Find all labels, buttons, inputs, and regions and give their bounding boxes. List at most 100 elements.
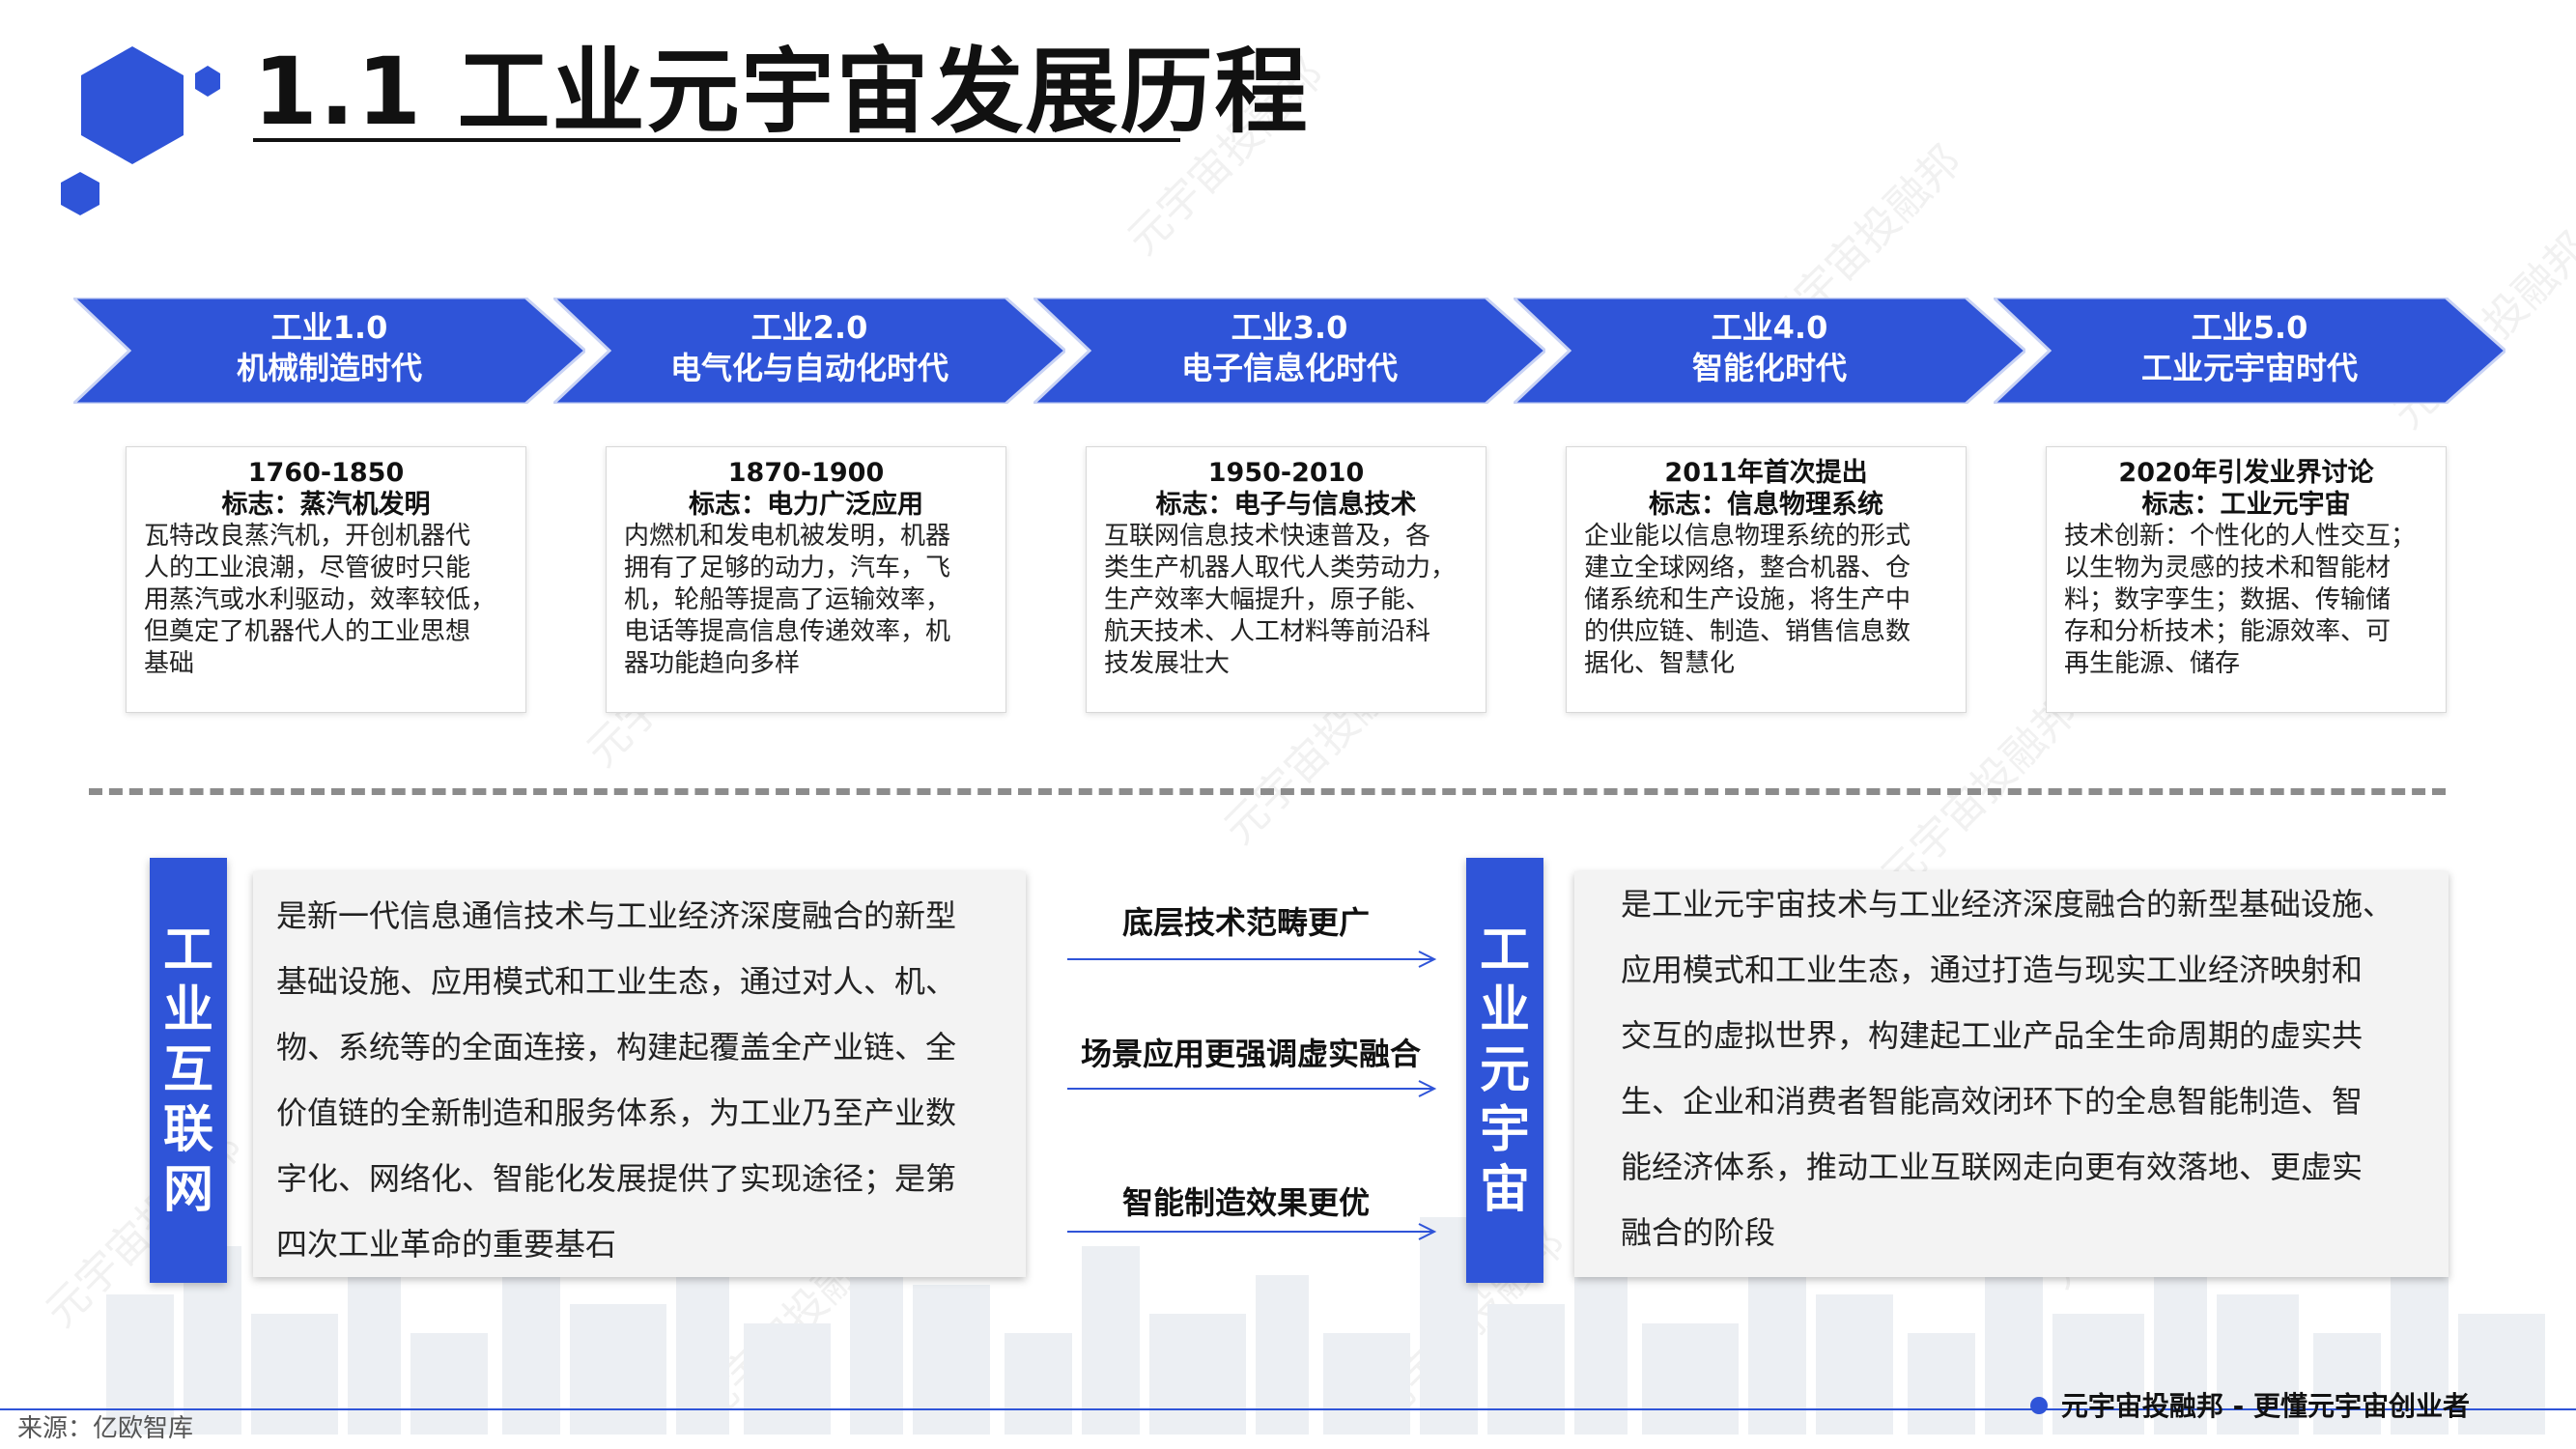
era-mark: 标志：信息物理系统 xyxy=(1649,490,1883,520)
era-period: 2020年引发业界讨论 xyxy=(2118,458,2374,488)
industrial-metaverse-label: 工 业 元 宇 宙 xyxy=(1466,858,1543,1283)
era-period: 1760-1850 xyxy=(247,458,405,488)
brand-text: 元宇宙投融邦 - 更懂元宇宙创业者 xyxy=(2060,1390,2470,1422)
era-chevron-text: 工业5.0 工业元宇宙时代 xyxy=(2023,307,2477,388)
label-char: 元 xyxy=(1479,1041,1530,1099)
right-arrow-icon xyxy=(1067,951,1437,968)
era-desc-line: 技发展壮大 xyxy=(1104,649,1231,678)
era-card-3: 1950-2010 标志：电子与信息技术 互联网信息技术快速普及，各 类生产机器… xyxy=(1086,446,1486,713)
right-arrow-icon xyxy=(1067,1223,1437,1240)
chevron-shape xyxy=(73,298,585,404)
definition-line: 四次工业革命的重要基石 xyxy=(276,1226,617,1263)
era-chevron-text: 工业3.0 电子信息化时代 xyxy=(1062,307,1516,388)
definition-line: 价值链的全新制造和服务体系，为工业乃至产业数 xyxy=(276,1094,957,1131)
definition-line: 物、系统等的全面连接，构建起覆盖全产业链、全 xyxy=(276,1029,957,1065)
era-desc-line: 但奠定了机器代人的工业思想 xyxy=(144,617,471,646)
era-card-2: 1870-1900 标志：电力广泛应用 内燃机和发电机被发明，机器 拥有了足够的… xyxy=(606,446,1006,713)
era-desc-line: 电话等提高信息传递效率，机 xyxy=(624,617,951,646)
era-desc-line: 机，轮船等提高了运输效率， xyxy=(624,585,951,614)
title-underline xyxy=(253,138,1180,142)
label-char: 工 xyxy=(162,922,213,980)
era-mark: 标志：蒸汽机发明 xyxy=(221,490,431,520)
definition-line: 生、企业和消费者智能高效闭环下的全息智能制造、智 xyxy=(1621,1083,2364,1120)
definition-line: 是新一代信息通信技术与工业经济深度融合的新型 xyxy=(276,897,957,934)
brand-slogan: 元宇宙投融邦 - 更懂元宇宙创业者 xyxy=(2029,1389,2470,1424)
era-period: 1950-2010 xyxy=(1207,458,1365,488)
era-chevron-3: 工业3.0 电子信息化时代 xyxy=(1033,298,1545,404)
era-card-1: 1760-1850 标志：蒸汽机发明 瓦特改良蒸汽机，开创机器代 人的工业浪潮，… xyxy=(126,446,526,713)
era-desc-line: 瓦特改良蒸汽机，开创机器代 xyxy=(144,522,471,551)
era-desc-line: 料；数字孪生；数据、传输储 xyxy=(2064,585,2392,614)
era-mark: 标志：电力广泛应用 xyxy=(689,490,923,520)
era-subtitle: 电气化与自动化时代 xyxy=(669,350,948,386)
definition-line: 应用模式和工业生态，通过打造与现实工业经济映射和 xyxy=(1621,952,2364,988)
industrial-internet-definition: 是新一代信息通信技术与工业经济深度融合的新型 基础设施、应用模式和工业生态，通过… xyxy=(253,871,1026,1277)
era-chevron-text: 工业4.0 智能化时代 xyxy=(1543,307,1996,388)
era-desc-line: 以生物为灵感的技术和智能材 xyxy=(2064,554,2392,582)
brand-dot-icon xyxy=(2029,1397,2048,1414)
era-chevron-2: 工业2.0 电气化与自动化时代 xyxy=(553,298,1065,404)
era-period: 1870-1900 xyxy=(727,458,885,488)
era-desc-line: 储系统和生产设施，将生产中 xyxy=(1584,585,1911,614)
label-char: 业 xyxy=(162,981,213,1039)
footer-divider xyxy=(0,1408,2576,1410)
section-divider xyxy=(89,788,2446,795)
arrow-label-1: 底层技术范畴更广 xyxy=(1121,904,1370,941)
era-name: 工业1.0 xyxy=(270,309,388,346)
era-name: 工业3.0 xyxy=(1231,309,1348,346)
industrial-internet-label: 工 业 互 联 网 xyxy=(150,858,227,1283)
hexagon-logo-icon xyxy=(61,46,220,215)
label-char: 互 xyxy=(162,1041,213,1099)
era-chevron-text: 工业1.0 机械制造时代 xyxy=(102,307,556,388)
arrow-label-3: 智能制造效果更优 xyxy=(1121,1184,1370,1221)
era-desc-line: 技术创新：个性化的人性交互； xyxy=(2064,522,2417,551)
era-desc-line: 存和分析技术；能源效率、可 xyxy=(2064,617,2392,646)
chevron-shape xyxy=(553,298,1065,404)
definition-line: 是工业元宇宙技术与工业经济深度融合的新型基础设施、 xyxy=(1621,886,2394,923)
era-desc-line: 基础 xyxy=(144,649,195,678)
era-desc-line: 器功能趋向多样 xyxy=(624,649,801,678)
era-desc-line: 用蒸汽或水利驱动，效率较低， xyxy=(144,585,496,614)
era-period: 2011年首次提出 xyxy=(1664,458,1868,488)
era-desc-line: 建立全球网络，整合机器、仓 xyxy=(1584,554,1911,582)
era-subtitle: 电子信息化时代 xyxy=(1180,350,1398,386)
label-char: 宇 xyxy=(1479,1101,1530,1159)
definition-line: 能经济体系，推动工业互联网走向更有效落地、更虚实 xyxy=(1621,1149,2364,1185)
era-chevron-text: 工业2.0 电气化与自动化时代 xyxy=(582,307,1036,388)
definition-line: 基础设施、应用模式和工业生态，通过对人、机、 xyxy=(276,963,957,1000)
era-name: 工业5.0 xyxy=(2191,309,2308,346)
chevron-shape xyxy=(1994,298,2505,404)
era-mark: 标志：电子与信息技术 xyxy=(1155,490,1417,520)
era-card-4: 2011年首次提出 标志：信息物理系统 企业能以信息物理系统的形式 建立全球网络… xyxy=(1566,446,1967,713)
page-title: 1.1 工业元宇宙发展历程 xyxy=(253,38,1310,146)
era-card-5: 2020年引发业界讨论 标志：工业元宇宙 技术创新：个性化的人性交互； 以生物为… xyxy=(2046,446,2447,713)
era-subtitle: 工业元宇宙时代 xyxy=(2140,350,2358,386)
era-name: 工业4.0 xyxy=(1711,309,1828,346)
label-char: 工 xyxy=(1479,922,1530,980)
era-desc-line: 据化、智慧化 xyxy=(1584,649,1736,678)
era-desc-line: 拥有了足够的动力，汽车，飞 xyxy=(624,554,951,582)
definition-line: 字化、网络化、智能化发展提供了实现途径；是第 xyxy=(276,1160,957,1197)
era-chevron-1: 工业1.0 机械制造时代 xyxy=(73,298,585,404)
era-desc-line: 企业能以信息物理系统的形式 xyxy=(1584,522,1911,551)
era-name: 工业2.0 xyxy=(750,309,868,346)
label-char: 宙 xyxy=(1479,1161,1530,1219)
label-char: 网 xyxy=(162,1161,213,1219)
industrial-metaverse-definition: 是工业元宇宙技术与工业经济深度融合的新型基础设施、 应用模式和工业生态，通过打造… xyxy=(1574,871,2449,1277)
era-desc-line: 内燃机和发电机被发明，机器 xyxy=(624,522,951,551)
label-char: 联 xyxy=(162,1101,213,1159)
chevron-shape xyxy=(1033,298,1545,404)
definition-line: 融合的阶段 xyxy=(1621,1214,1776,1251)
era-desc-line: 互联网信息技术快速普及，各 xyxy=(1104,522,1431,551)
era-desc-line: 航天技术、人工材料等前沿科 xyxy=(1104,617,1431,646)
era-mark: 标志：工业元宇宙 xyxy=(2141,490,2351,520)
era-desc-line: 生产效率大幅提升，原子能、 xyxy=(1104,585,1431,614)
era-subtitle: 机械制造时代 xyxy=(236,350,422,386)
era-chevron-4: 工业4.0 智能化时代 xyxy=(1514,298,2025,404)
era-chevron-5: 工业5.0 工业元宇宙时代 xyxy=(1994,298,2505,404)
right-arrow-icon xyxy=(1067,1080,1437,1097)
era-subtitle: 智能化时代 xyxy=(1691,350,1847,386)
era-desc-line: 类生产机器人取代人类劳动力， xyxy=(1104,554,1457,582)
era-desc-line: 人的工业浪潮，尽管彼时只能 xyxy=(144,554,471,582)
arrow-label-2: 场景应用更强调虚实融合 xyxy=(1080,1036,1421,1072)
